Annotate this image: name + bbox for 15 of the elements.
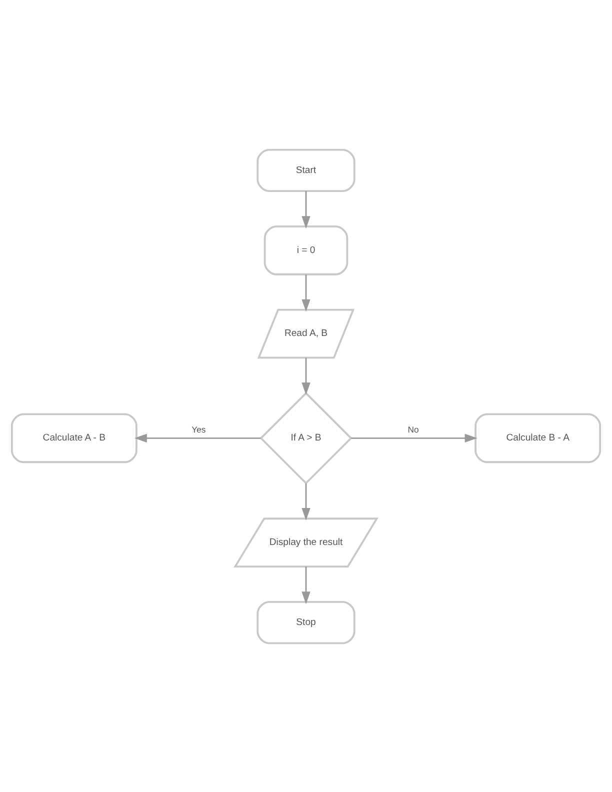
arrow <box>302 274 310 312</box>
node-box: Calculate A - B <box>10 412 138 463</box>
edge-label: No <box>408 424 419 434</box>
arrow <box>302 190 310 228</box>
node-diamond: If A > B <box>260 391 352 484</box>
arrow <box>134 433 261 442</box>
arrow <box>351 433 478 442</box>
node-box: Stop <box>256 600 356 644</box>
arrow <box>302 566 310 604</box>
edge-label: Yes <box>192 424 206 434</box>
node-box: Start <box>256 148 356 192</box>
arrow <box>302 483 310 520</box>
node-box: i = 0 <box>264 225 348 275</box>
node-box: Calculate B - A <box>474 412 602 463</box>
arrow <box>302 357 310 395</box>
